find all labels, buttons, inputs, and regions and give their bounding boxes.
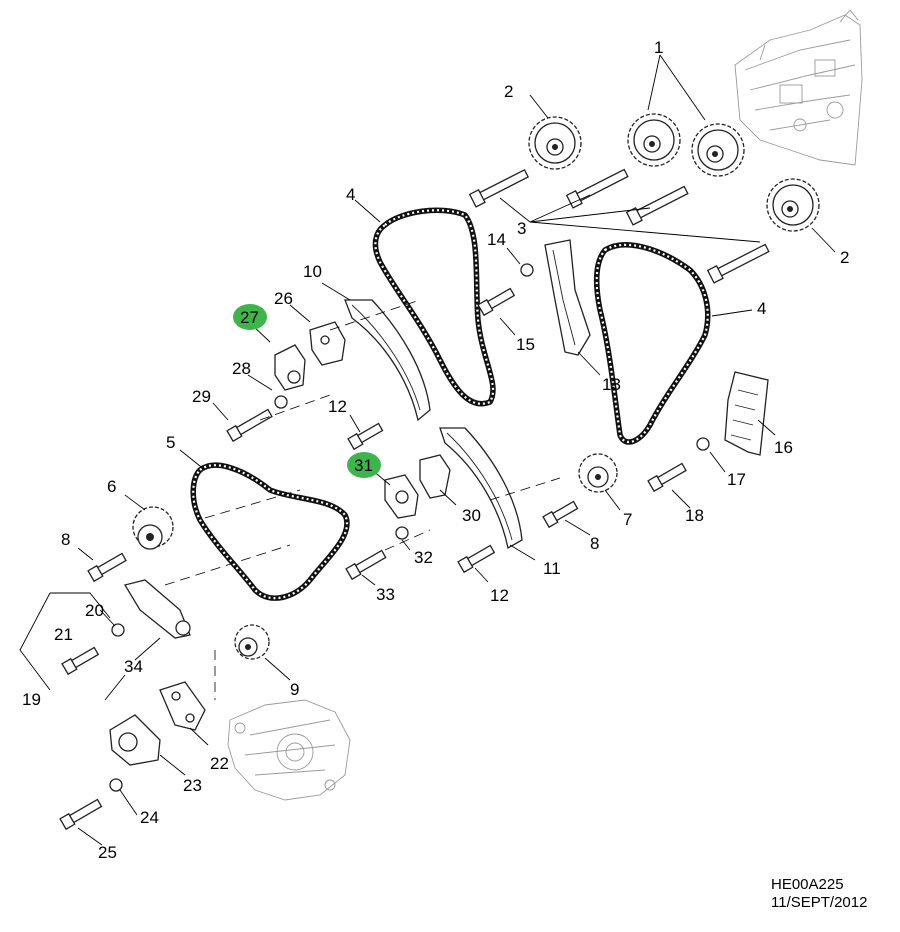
- tensioner-23: [109, 714, 161, 766]
- callout-5: 5: [166, 433, 175, 452]
- drawing-reference: HE00A225 11/SEPT/2012: [771, 876, 867, 912]
- callout-13: 13: [602, 375, 621, 394]
- camshaft-sprocket-1a: [627, 113, 681, 167]
- camshaft-sprocket-intake-left: [528, 116, 582, 170]
- callout-21: 21: [54, 625, 73, 644]
- bolts-and-washers: [59, 263, 710, 831]
- camshaft-bolts: [468, 168, 770, 284]
- callout-24: 24: [140, 808, 159, 827]
- tensioner-arm-34: [123, 579, 191, 639]
- callout-30: 30: [462, 506, 481, 525]
- timing-chain-right-bank: [593, 242, 711, 445]
- callout-10: 10: [303, 262, 322, 281]
- engine-block-outline: [734, 9, 863, 166]
- timing-chain-left-bank: [372, 207, 496, 407]
- tensioner-bracket-30: [419, 454, 451, 499]
- callout-32: 32: [414, 548, 433, 567]
- callout-33: 33: [376, 585, 395, 604]
- tensioner-31: [384, 474, 419, 519]
- callout-7: 7: [623, 510, 632, 529]
- callout-27: 27: [240, 308, 259, 327]
- chain-guide-16: [724, 371, 769, 456]
- callout-15: 15: [516, 335, 535, 354]
- chain-guide-13: [544, 239, 591, 356]
- crankshaft-sprocket-9: [234, 624, 270, 660]
- timing-chain-primary: [190, 462, 350, 601]
- oil-pump-outline: [227, 699, 351, 801]
- sprocket-7: [578, 453, 618, 493]
- chain-guide-10: [344, 299, 431, 422]
- callout-22: 22: [210, 754, 229, 773]
- drawing-date: 11/SEPT/2012: [771, 894, 868, 911]
- callout-11: 11: [543, 559, 561, 578]
- callout-31: 31: [354, 456, 373, 475]
- callout-12: 12: [328, 397, 347, 416]
- callout-2: 2: [840, 248, 849, 267]
- callout-28: 28: [232, 359, 251, 378]
- callout-3: 3: [517, 219, 526, 238]
- callout-6: 6: [107, 477, 116, 496]
- callout-8: 8: [590, 534, 599, 553]
- tensioner-bracket-26: [309, 321, 346, 366]
- callout-29: 29: [192, 387, 211, 406]
- camshaft-sprocket-exhaust-right: [766, 178, 820, 232]
- callout-20: 20: [85, 601, 104, 620]
- tensioner-27: [274, 344, 306, 391]
- callout-17: 17: [727, 470, 746, 489]
- camshaft-sprocket-1b: [691, 123, 745, 177]
- callout-14: 14: [487, 230, 506, 249]
- callout-12: 12: [490, 586, 509, 605]
- drawing-code: HE00A225: [771, 876, 844, 893]
- callout-25: 25: [98, 843, 117, 862]
- alignment-lines: [164, 299, 561, 700]
- callout-23: 23: [183, 776, 202, 795]
- chain-guide-11: [439, 427, 523, 550]
- gasket-22: [159, 681, 206, 731]
- highlight-badge-31: [347, 452, 381, 478]
- leader-lines: [19, 54, 836, 846]
- callout-2: 2: [504, 82, 513, 101]
- callout-16: 16: [774, 438, 793, 457]
- callout-4: 4: [346, 185, 355, 204]
- callout-8: 8: [61, 530, 70, 549]
- callout-1: 1: [654, 38, 663, 57]
- highlight-badge-27: [233, 304, 267, 330]
- callout-34: 34: [124, 657, 143, 676]
- callout-18: 18: [685, 506, 704, 525]
- callout-19: 19: [22, 690, 41, 709]
- callout-26: 26: [274, 289, 293, 308]
- callout-labels: 1 2 2 3 4 4 5 6 7 8 8 9 10 11 12 12 13 1…: [22, 38, 849, 862]
- callout-4: 4: [757, 299, 766, 318]
- callout-9: 9: [290, 680, 299, 699]
- sprocket-6: [132, 506, 174, 550]
